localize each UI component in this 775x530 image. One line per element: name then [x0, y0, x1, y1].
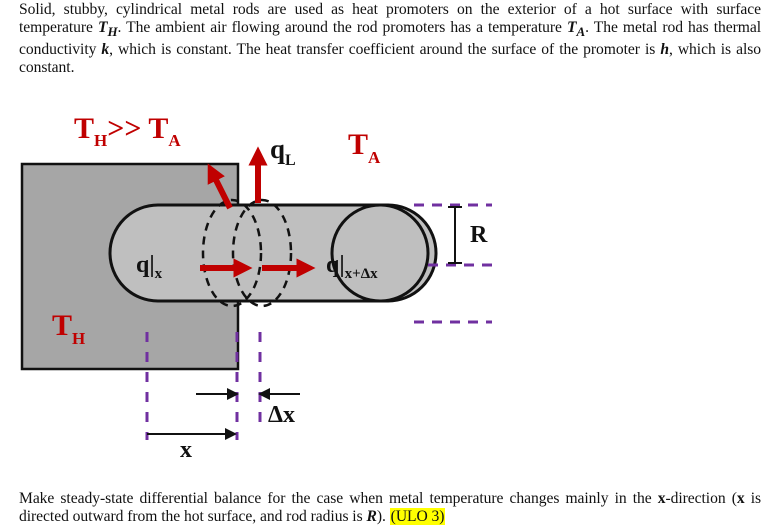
symbol-ta: T: [567, 19, 577, 36]
intro-text-4: , which is constant. The heat transfer c…: [109, 41, 661, 59]
symbol-x: x: [657, 490, 666, 507]
intro-text-1: Solid, stubby, cylindrical metal rods ar…: [19, 1, 761, 36]
symbol-h: h: [660, 41, 669, 59]
symbol-k: k: [101, 41, 110, 59]
label-qx-dx: q|x+Δx: [326, 252, 378, 282]
label-ql: qL: [270, 134, 296, 169]
question-paragraph: Make steady-state differential balance f…: [19, 490, 761, 526]
intro-paragraph: Solid, stubby, cylindrical metal rods ar…: [19, 1, 761, 77]
label-th-gg-ta: TH>> TA: [74, 112, 181, 150]
rod-end-face: [330, 203, 430, 303]
ulo-highlight: (ULO 3): [389, 508, 446, 525]
label-r: R: [470, 222, 488, 248]
label-x: x: [180, 437, 192, 463]
symbol-th-sub: H: [107, 24, 118, 40]
question-text-2: -direction (: [665, 490, 737, 507]
intro-text-5: , which is also constant.: [19, 41, 761, 77]
question-text-4: ).: [376, 508, 390, 525]
label-dx: Δx: [268, 402, 295, 428]
question-text-1: Make steady-state differential balance f…: [19, 490, 658, 507]
intro-text-3: . The metal rod has thermal conductivity: [19, 19, 762, 59]
heat-promoter-diagram: TH>> TA TA TH qL q|x q|x+Δx R x Δx: [20, 112, 492, 463]
control-volume-right-face: [231, 198, 293, 308]
label-ta-ambient: TA: [348, 128, 381, 167]
symbol-x-2: x: [736, 490, 745, 507]
label-qx: q|x: [136, 252, 163, 282]
question-text-3: is directed outward from the hot surface…: [19, 490, 762, 525]
symbol-ta-sub: A: [576, 24, 586, 40]
intro-text-2: . The ambient air flowing around the rod…: [117, 19, 567, 36]
label-th-wall: TH: [52, 309, 85, 348]
symbol-r: R: [366, 508, 377, 525]
ql-loss-arrow-diagonal: [207, 163, 233, 210]
control-volume-left-face: [201, 198, 263, 308]
symbol-th: T: [97, 19, 108, 36]
